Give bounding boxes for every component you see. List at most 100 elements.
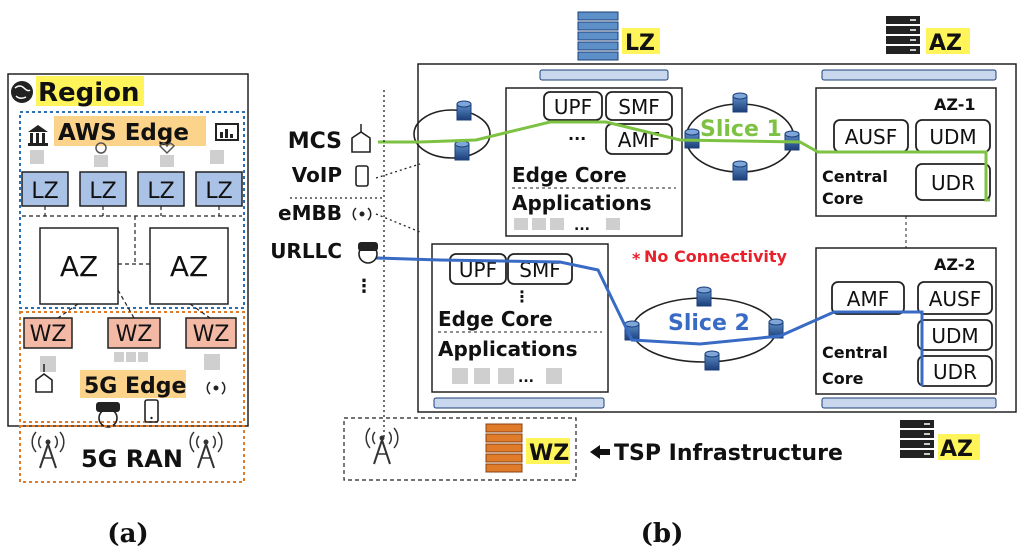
- ran-box: [19, 425, 245, 483]
- nf-box: AUSF: [833, 119, 909, 153]
- slice1-label: Slice 1: [700, 117, 782, 142]
- vr-headset-icon: [96, 402, 120, 428]
- wz-server-icon: [485, 423, 523, 473]
- edge-top-apps-dots: ...: [574, 218, 590, 234]
- az-server-icon: [900, 420, 934, 458]
- ran-label: 5G RAN: [81, 445, 183, 473]
- edge-top-title: Edge Core: [512, 163, 627, 187]
- monitor-icon: [215, 123, 239, 141]
- nf-box: UDR: [917, 355, 993, 387]
- edge-5g-highlight: [80, 370, 186, 398]
- wz-az-links: [57, 289, 211, 319]
- aws-edge-label: AWS Edge: [58, 120, 189, 146]
- tsp-bottom-box: [343, 417, 577, 481]
- device-icon: [204, 354, 220, 370]
- wireless-icon: [206, 381, 226, 395]
- service-ellipsis: ⋮: [355, 276, 373, 297]
- bottom-az-label: AZ: [940, 437, 973, 462]
- nf-box: UDM: [917, 319, 993, 351]
- central-top-title-1: Central: [822, 167, 888, 186]
- lz-rail: [539, 69, 669, 81]
- svg-text:SMF: SMF: [618, 95, 659, 119]
- az2-rail: [821, 397, 997, 409]
- az-server-icon: [886, 16, 920, 54]
- nf-box: UDM: [915, 119, 991, 153]
- nf-box: AMF: [605, 123, 673, 155]
- az-box: AZ: [149, 227, 229, 305]
- globe-icon: [11, 81, 33, 103]
- lz-box: LZ: [137, 171, 185, 207]
- caption-a: (a): [107, 519, 148, 549]
- device-icon: [94, 155, 108, 167]
- nf-box: AUSF: [917, 281, 993, 315]
- wz-box: WZ: [23, 317, 73, 349]
- svg-text:AUSF: AUSF: [845, 125, 898, 149]
- service-label: eMBB: [278, 201, 342, 225]
- service-links: [290, 90, 421, 440]
- wz-label: WZ: [529, 441, 569, 466]
- nf-box: AMF: [831, 281, 905, 315]
- building-signal-icon: [351, 124, 371, 153]
- tsp-label: TSP Infrastructure: [614, 441, 843, 466]
- brain-icon: [95, 142, 107, 154]
- edge-5g-box: [19, 311, 245, 423]
- aws-edge-highlight: [54, 116, 206, 146]
- building-signal-icon: [35, 364, 53, 393]
- svg-text:AMF: AMF: [618, 128, 660, 152]
- slice2-path: [375, 256, 924, 386]
- svg-text:UPF: UPF: [554, 95, 592, 119]
- az-box: AZ: [39, 227, 119, 305]
- top-lz-label: LZ: [625, 31, 655, 56]
- svg-text:WZ: WZ: [116, 322, 153, 347]
- az1-label: AZ-1: [934, 95, 975, 114]
- svg-text:WZ: WZ: [30, 322, 67, 347]
- tsp-outer-box: [417, 63, 1017, 413]
- lz-box: LZ: [195, 171, 243, 207]
- top-az-label: AZ: [929, 31, 962, 56]
- edge-top-dots: ...: [568, 125, 586, 144]
- phone-icon: [144, 399, 159, 423]
- wz-rail: [433, 397, 605, 409]
- arrow-left-icon: [590, 445, 610, 459]
- nf-box: UDR: [915, 163, 991, 201]
- nf-box: SMF: [507, 253, 573, 285]
- vr-headset-icon: [358, 242, 378, 264]
- nf-box: UPF: [543, 91, 603, 121]
- svg-text:UDM: UDM: [929, 125, 976, 149]
- svg-text:LZ: LZ: [89, 179, 116, 204]
- wireless-icon: [352, 207, 372, 221]
- wz-box: WZ: [107, 317, 161, 349]
- bank-icon: [28, 125, 48, 146]
- svg-text:AZ: AZ: [60, 250, 98, 283]
- svg-text:AUSF: AUSF: [929, 287, 982, 311]
- svg-text:WZ: WZ: [193, 322, 230, 347]
- phone-icon: [355, 165, 369, 187]
- edge-bottom-apps: Applications: [438, 337, 577, 361]
- lz-box: LZ: [21, 171, 69, 207]
- edge-5g-label: 5G Edge: [84, 374, 186, 399]
- slice1-path: [378, 120, 990, 202]
- service-label: URLLC: [270, 239, 342, 263]
- device-icon: [210, 150, 224, 164]
- wz-box: WZ: [185, 317, 237, 349]
- edge-bottom-apps-dots: ...: [518, 370, 534, 386]
- service-label: MCS: [288, 129, 342, 154]
- no-connectivity-label: No Connectivity: [644, 247, 788, 266]
- svg-text:AZ: AZ: [170, 250, 208, 283]
- lz-az-links: [22, 206, 242, 265]
- lz-server-icon: [577, 11, 619, 61]
- svg-text:LZ: LZ: [31, 179, 58, 204]
- device-icon: [30, 150, 44, 164]
- caption-b: (b): [641, 519, 684, 549]
- svg-text:AMF: AMF: [847, 287, 889, 311]
- tower-icon: [31, 431, 65, 469]
- region-label: Region: [38, 78, 140, 108]
- edge-bottom-dots: ⋮: [514, 287, 530, 306]
- central-top-title-2: Core: [822, 189, 864, 208]
- edge-top-apps: Applications: [512, 191, 651, 215]
- nf-box: UPF: [449, 253, 507, 285]
- svg-text:LZ: LZ: [147, 179, 174, 204]
- svg-text:UDR: UDR: [931, 171, 975, 195]
